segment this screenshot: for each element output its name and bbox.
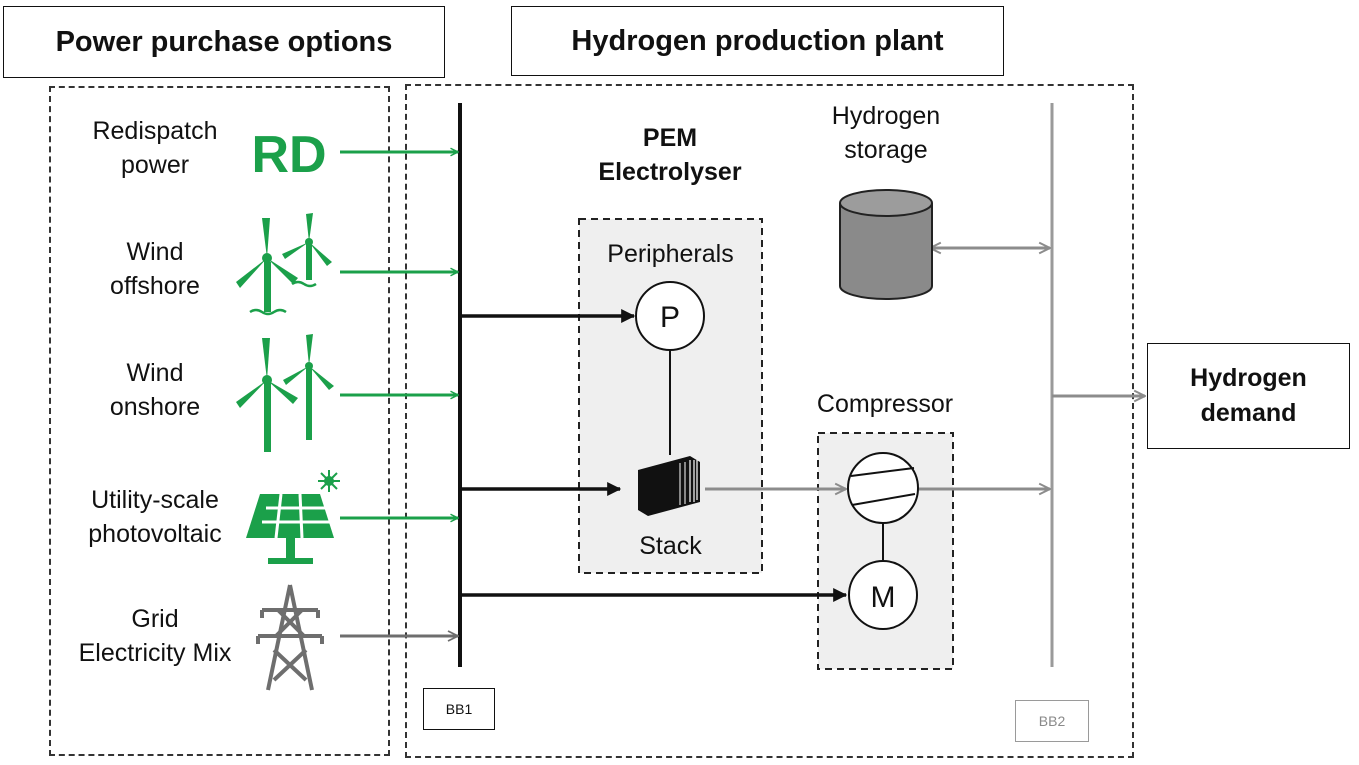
hydrogen-plant-panel (405, 84, 1134, 758)
label-redispatch-power: Redispatch power (92, 117, 218, 179)
peripherals-node-letter: P (660, 301, 680, 334)
label-wind-offshore: Wind offshore (110, 238, 200, 300)
busbar-1-tag: BB1 (423, 688, 495, 730)
busbar-2-tag: BB2 (1015, 700, 1089, 742)
motor-node-circle (848, 560, 918, 630)
label-hydrogen-storage: Hydrogen storage (831, 102, 941, 164)
label-compressor: Compressor (816, 390, 954, 418)
hydrogen-storage-cylinder-icon (839, 189, 933, 300)
hydrogen-demand-text: Hydrogen demand (1190, 364, 1307, 427)
offshore-wind-turbine-icon (236, 213, 332, 316)
stack-icon (638, 456, 700, 516)
power-purchase-options-title-text: Power purchase options (55, 25, 393, 58)
transmission-tower-icon (256, 584, 324, 691)
power-purchase-options-title: Power purchase options (3, 6, 445, 78)
label-stack: Stack (639, 532, 702, 560)
hydrogen-demand-box: Hydrogen demand (1147, 343, 1350, 449)
busbar-1-tag-text: BB1 (445, 701, 473, 717)
label-wind-onshore: Wind onshore (109, 359, 201, 421)
rd-text-icon: RD (251, 126, 326, 184)
onshore-wind-turbine-icon (236, 334, 334, 452)
hydrogen-production-plant-title-text: Hydrogen production plant (571, 24, 944, 57)
compressor-node-circle (847, 452, 919, 524)
compressor-symbol-bottom (851, 493, 916, 506)
hydrogen-production-plant-title: Hydrogen production plant (511, 6, 1004, 76)
compressor-symbol-top (850, 467, 915, 477)
busbar-2-tag-text: BB2 (1038, 713, 1066, 729)
power-purchase-panel (49, 86, 390, 756)
solar-panel-icon (246, 470, 340, 564)
label-pem-electrolyser: PEM Electrolyser (598, 124, 742, 186)
motor-node-letter: M (871, 581, 896, 614)
label-grid-electricity-mix: Grid Electricity Mix (78, 605, 232, 667)
label-peripherals: Peripherals (607, 240, 734, 268)
label-utility-scale-pv: Utility-scale photovoltaic (88, 486, 222, 548)
